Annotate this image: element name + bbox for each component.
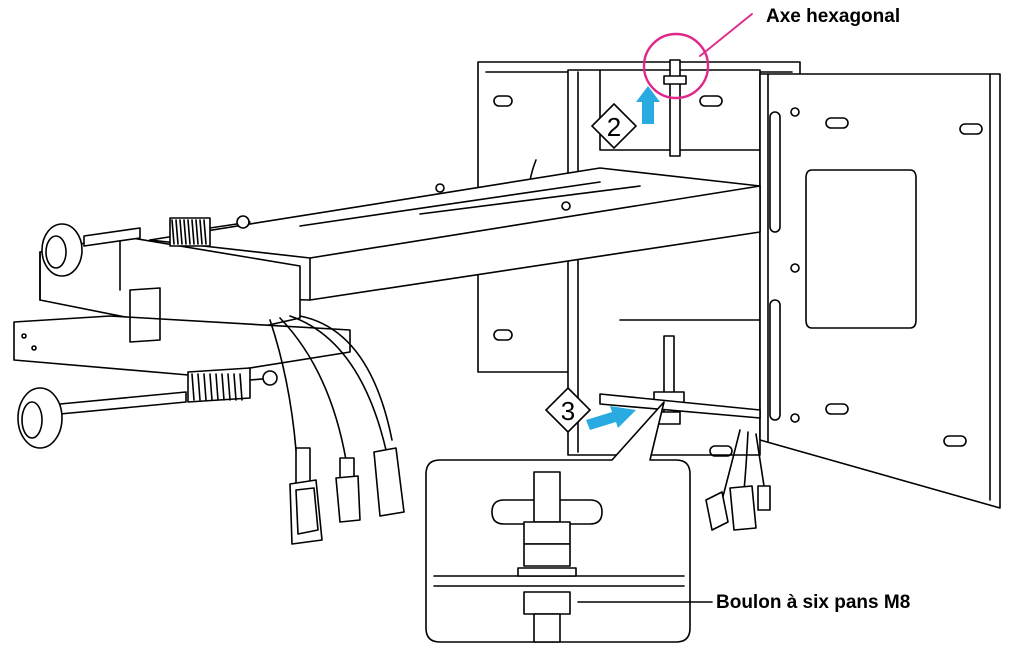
up-arrow-icon xyxy=(636,86,660,124)
side-bracket xyxy=(567,69,761,457)
step-2-number: 2 xyxy=(607,112,621,142)
hexagonal-axis xyxy=(663,59,687,157)
detail-inset xyxy=(425,401,691,643)
step-2-marker: 2 xyxy=(590,102,638,150)
hex-bolt-label: Boulon à six pans M8 xyxy=(716,592,911,613)
cable-bundle xyxy=(269,315,405,545)
wall-plate xyxy=(759,73,1001,509)
right-arrow-icon xyxy=(586,406,636,430)
hex-axis-label: Axe hexagonal xyxy=(766,6,901,27)
right-cables xyxy=(705,429,771,531)
clamp-head xyxy=(13,235,351,377)
callout-circle xyxy=(642,32,710,100)
upper-spring-knob xyxy=(41,215,251,277)
callout-leader-top xyxy=(699,13,753,57)
step-3-number: 3 xyxy=(561,396,575,426)
step-3-marker: 3 xyxy=(544,386,592,434)
lower-spring-knob xyxy=(17,367,278,449)
